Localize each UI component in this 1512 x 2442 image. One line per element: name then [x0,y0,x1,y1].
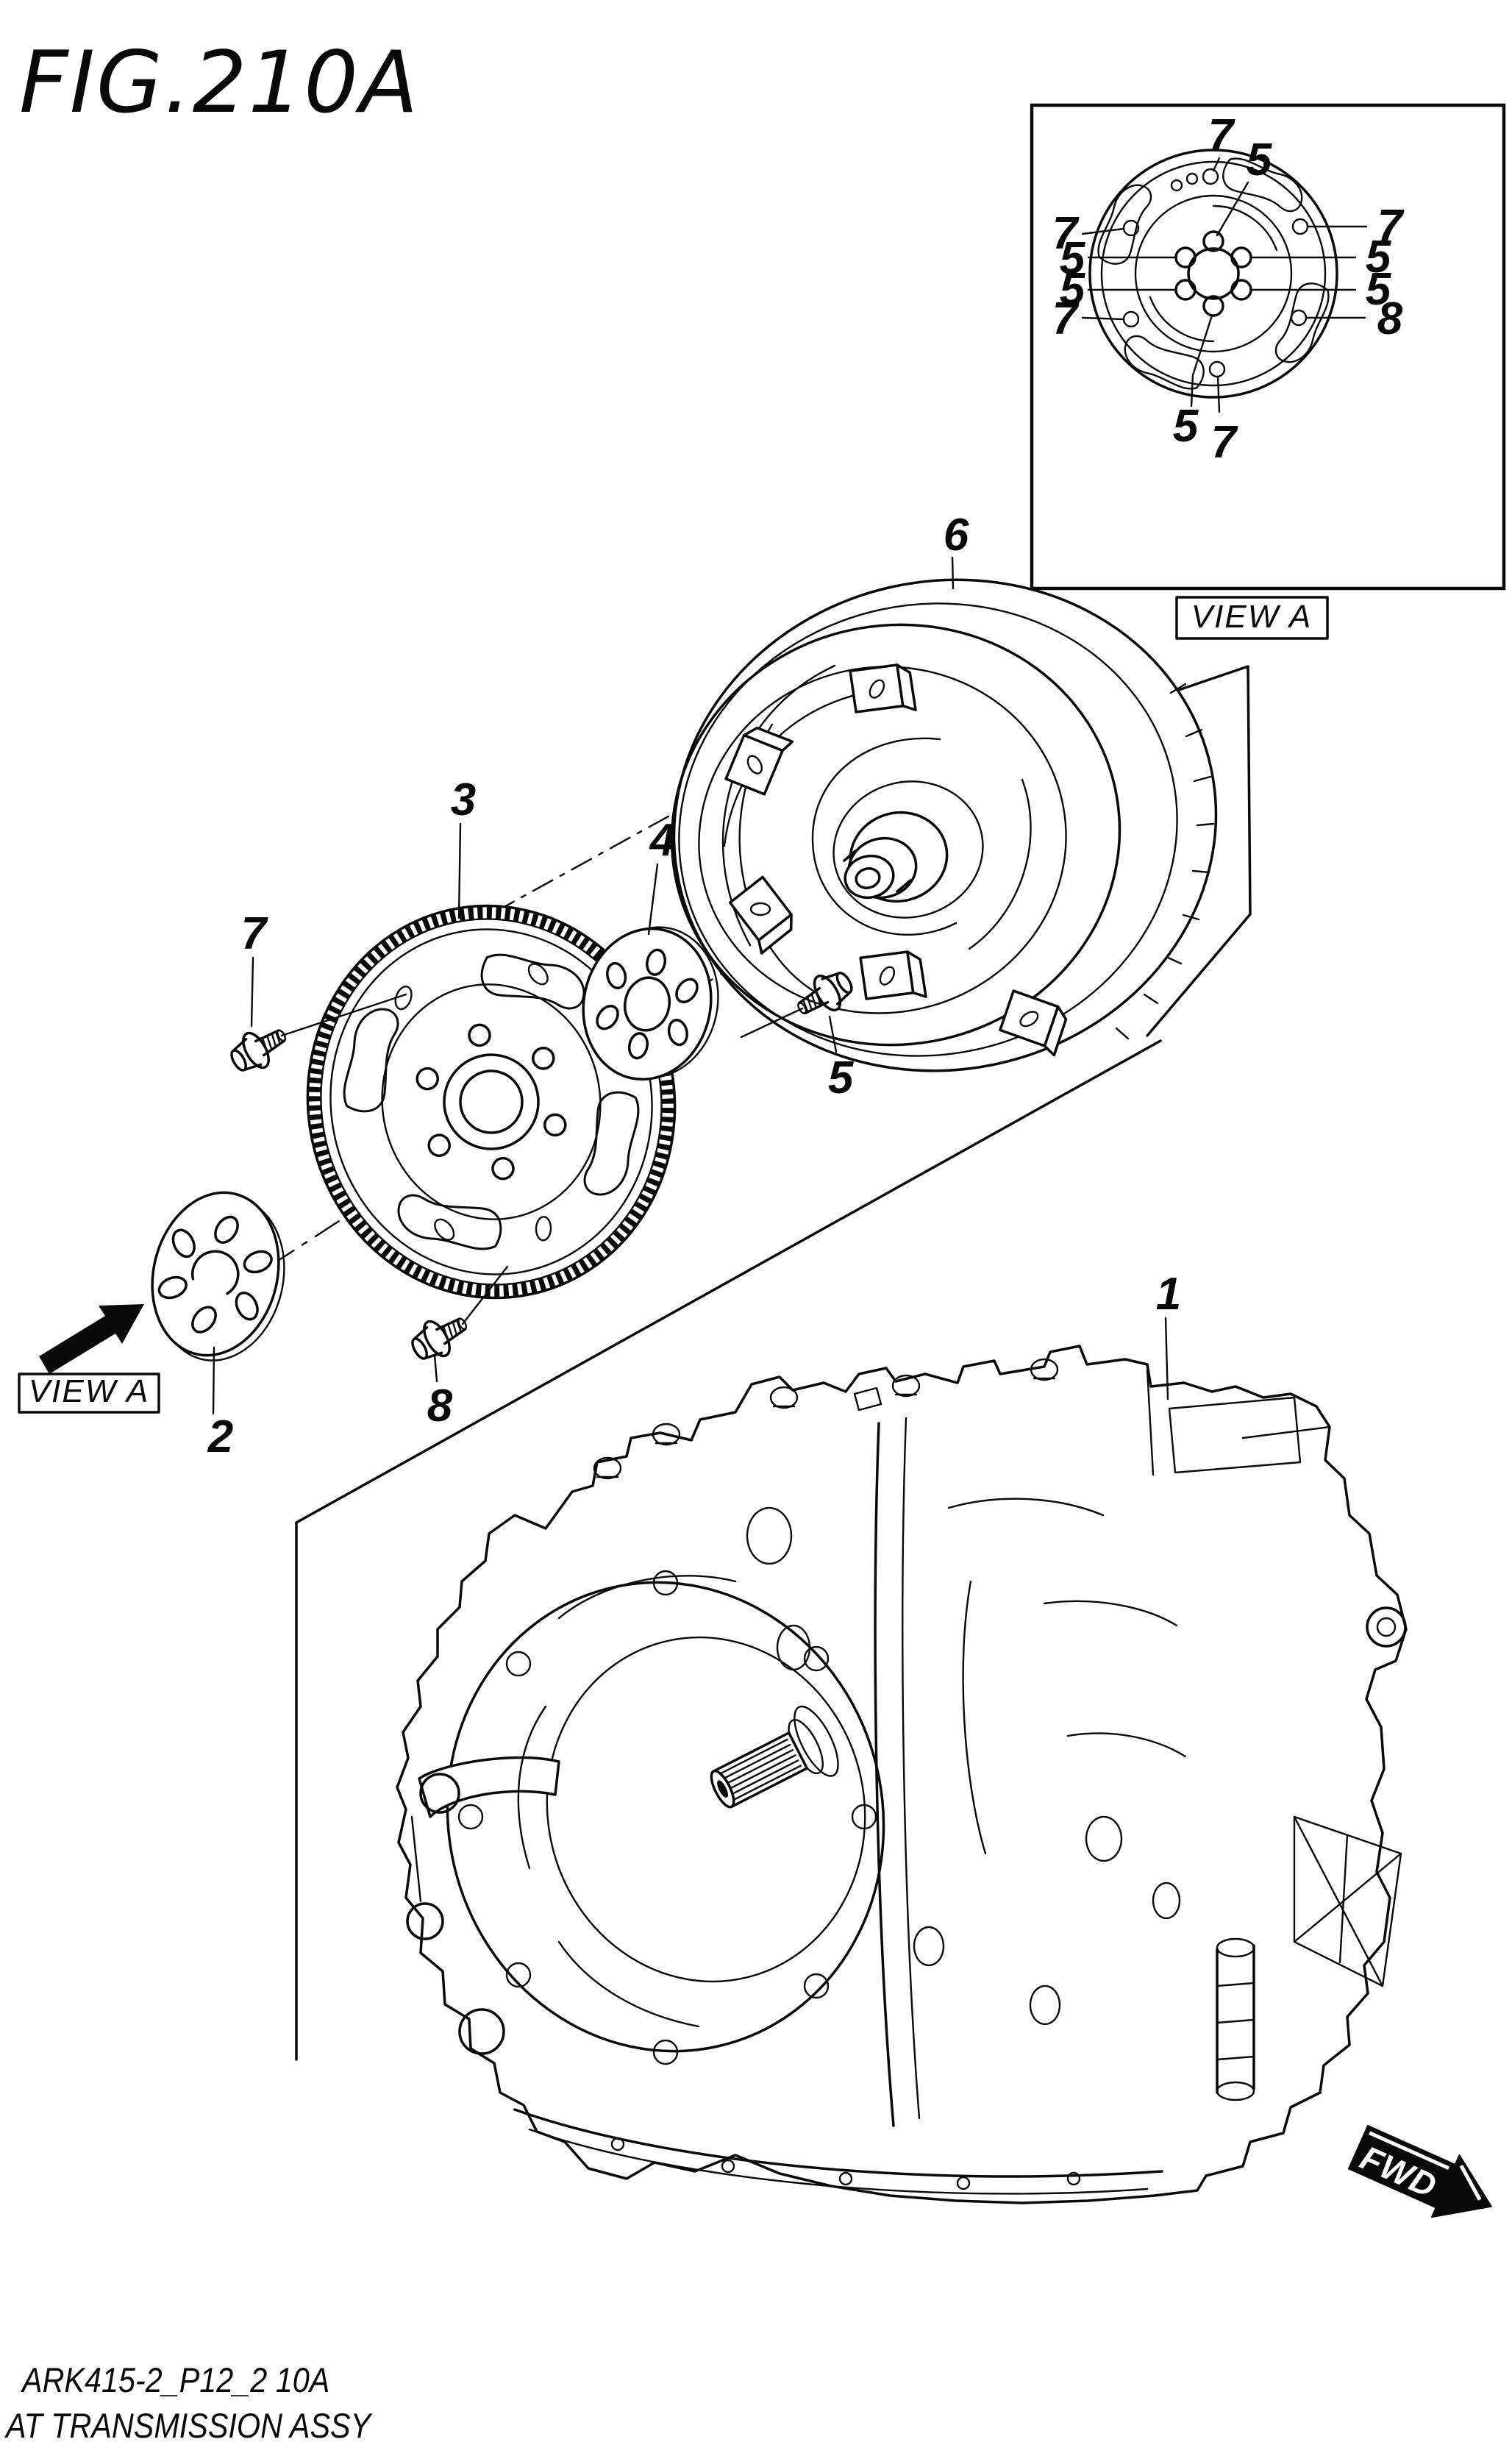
footer-code: ARK415-2_P12_2 10A [20,2362,329,2400]
left-bracket-arm [406,1756,560,2055]
callout-5-converter-bolt: 5 [828,1053,855,1103]
inset-callout-top-outer: 7 [1208,110,1235,161]
inset-callout-left-inner-upper: 5 [1060,233,1086,284]
top-bolts [593,1358,1059,1480]
transmission-assembly-drawing [396,1345,1408,2204]
figure-title: FIG.210A [19,33,419,132]
case-detail-lines [517,1498,1187,2028]
callout-leader-lines [212,556,1169,1415]
inset-callout-bottom-outer: 7 [1211,417,1238,468]
inset-callout-bottom-inner: 5 [1173,401,1199,452]
drive-plate-bolt-holes [416,1023,567,1181]
view-a-label-box-main: VIEW A [18,1373,160,1414]
drive-plate-slots [343,953,640,1250]
mount-bracket-web [1293,1815,1402,1987]
inset-callout-left-outer-lower: 7 [1052,293,1080,344]
view-a-label-inset: VIEW A [1191,599,1312,635]
callout-4-rear-plate: 4 [649,815,675,866]
output-shaft [710,1705,839,1809]
converter-background-panel [1146,665,1252,1037]
footer: ARK415-2_P12_2 10A AT TRANSMISSION ASSY [4,2362,373,2442]
bolt-5-drawing [797,971,853,1015]
front-plate-holes [157,1215,273,1334]
bolt-8-drawing [411,1317,468,1360]
callout-2-front-plate: 2 [207,1412,233,1462]
callout-7-drive-plate-bolt: 7 [241,908,268,959]
oil-pan [513,2108,1163,2195]
callout-3-drive-plate: 3 [451,775,476,825]
rear-plate-holes [596,948,699,1060]
view-a-label-main: VIEW A [29,1373,149,1409]
inset-callout-right-outer-lower: 8 [1377,293,1403,344]
inset-callout-left-outer-upper: 7 [1052,208,1080,259]
inset-view-box: 7 5 7 5 5 7 7 5 5 8 5 7 [1030,103,1506,591]
bell-flange-bolt-holes [457,1570,877,2065]
bolt-assembly-axes [280,993,804,1325]
inset-callout-left-inner-lower: 5 [1060,264,1086,315]
footer-caption: AT TRANSMISSION ASSY [4,2407,373,2442]
converter-hub [832,780,984,919]
front-plate-drawing [151,1191,285,1361]
solenoid-body [1216,1937,1255,2101]
view-a-arrow-icon [39,1304,144,1374]
bolt-7-drawing [230,1029,287,1072]
converter-rim-ribs [1115,683,1215,1040]
transmission-background-panel [295,1039,1162,2061]
drive-plate-small-holes [394,963,552,1242]
inset-leader-lines [1081,157,1368,413]
converter-mounting-lugs [724,663,1068,1057]
inset-ring-holes [1122,168,1309,378]
rear-plate-drawing [582,926,719,1081]
callout-8-front-plate-bolt: 8 [427,1381,453,1431]
inset-callout-right-outer-upper: 7 [1377,201,1405,252]
inset-callout-top-inner: 5 [1247,135,1273,185]
inset-callout-right-inner-lower: 5 [1366,264,1392,315]
inset-drive-plate-front-view [1088,149,1338,399]
callout-1-transmission: 1 [1156,1269,1181,1320]
inset-callout-right-inner-upper: 5 [1366,232,1392,282]
callout-6-torque-converter: 6 [944,510,969,560]
view-a-label-box-inset: VIEW A [1175,596,1329,640]
torque-converter-drawing [670,578,1218,1072]
fwd-arrow-icon: FWD [1347,2125,1492,2218]
inset-slots [1097,157,1330,390]
